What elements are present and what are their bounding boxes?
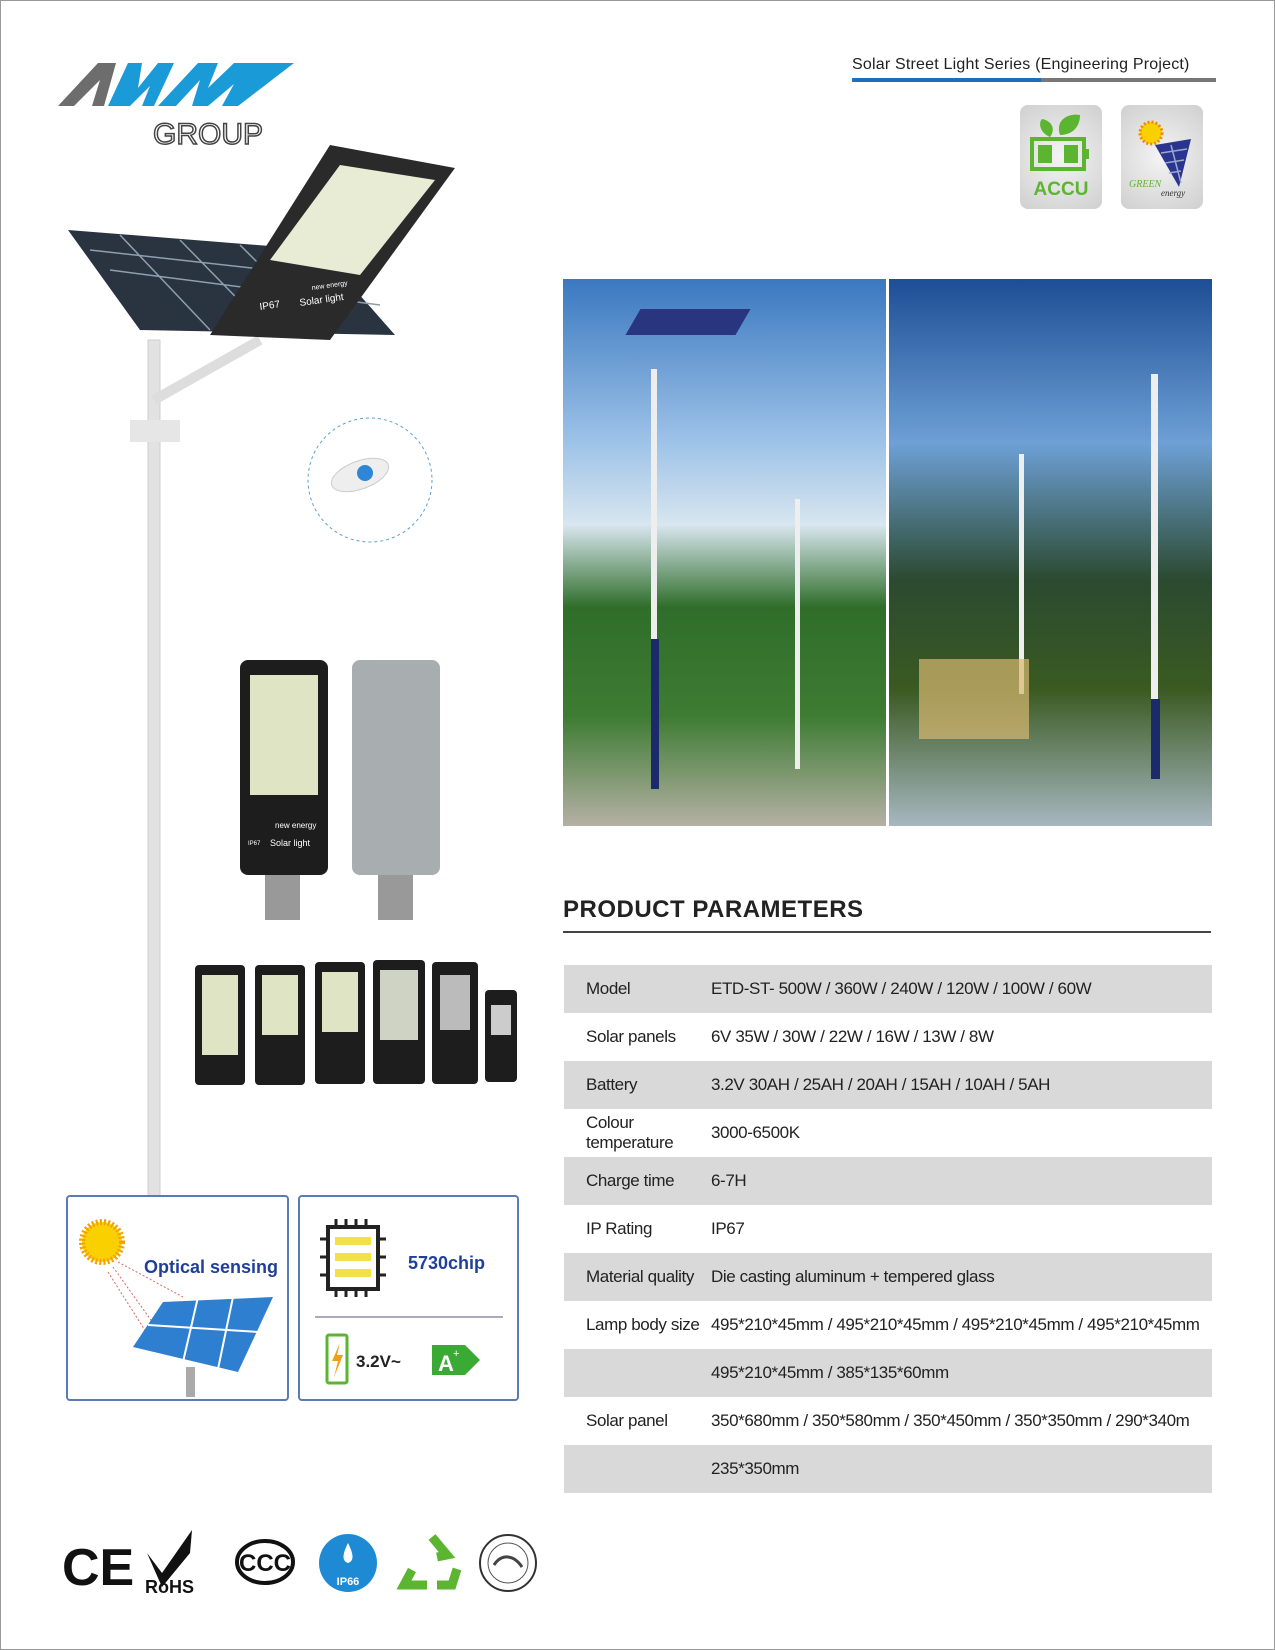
svg-text:IP66: IP66 (337, 1576, 360, 1588)
solar-street-light-product-image: IP67 Solar light new energy new energy S… (68, 145, 517, 1200)
chip-info-box: 5730chip 3.2V~ A + (298, 1195, 519, 1401)
rohs-icon: RoHS (145, 1530, 194, 1595)
amw-group-logo: GROUP (58, 63, 294, 150)
param-label: Battery (586, 1075, 638, 1094)
table-row: Model ETD-ST- 500W / 360W / 240W / 120W /… (564, 965, 1212, 1013)
param-label: Lamp body size (586, 1315, 700, 1334)
evening-installation-photo (889, 279, 1212, 826)
svg-text:ACCU: ACCU (1034, 179, 1089, 200)
table-row: Material quality Die casting aluminum + t… (564, 1253, 1212, 1301)
param-label: Solar panels (586, 1027, 676, 1046)
svg-text:new energy: new energy (275, 821, 316, 830)
battery-leaf-icon: ACCU (1030, 114, 1089, 200)
svg-text:CE: CE (62, 1539, 134, 1595)
ce-mark-icon: CE (62, 1539, 134, 1595)
seal-icon (479, 1534, 537, 1592)
recycle-icon (396, 1534, 462, 1590)
title-underline (563, 931, 1211, 933)
table-row: IP Rating IP67 (564, 1205, 1212, 1253)
optical-sensing-box: Optical sensing (66, 1195, 289, 1401)
table-row: 495*210*45mm / 385*135*60mm (564, 1349, 1212, 1397)
param-label: IP Rating (586, 1219, 653, 1238)
table-row: Solar panel 350*680mm / 350*580mm / 350*4… (564, 1397, 1212, 1445)
svg-text:IP67: IP67 (259, 299, 281, 313)
ccc-icon: CCC (235, 1539, 295, 1585)
certification-icons: CE RoHS CCC IP66 (62, 1530, 537, 1595)
param-value: 495*210*45mm / 495*210*45mm / 495*210*45… (711, 1315, 1200, 1334)
svg-text:GREEN: GREEN (1129, 179, 1163, 190)
param-value: 6-7H (711, 1171, 747, 1190)
svg-text:IP67: IP67 (248, 841, 261, 847)
sun-solar-panel-icon: GREEN energy (1129, 120, 1191, 198)
svg-text:5730chip: 5730chip (408, 1253, 485, 1273)
param-value: ETD-ST- 500W / 360W / 240W / 120W / 100W… (711, 979, 1092, 998)
led-chip-icon (320, 1219, 386, 1297)
svg-text:RoHS: RoHS (145, 1577, 194, 1595)
table-row: Solar panels 6V 35W / 30W / 22W / 16W / 1… (564, 1013, 1212, 1061)
param-label: Model (586, 979, 631, 998)
svg-text:Optical sensing: Optical sensing (144, 1257, 278, 1277)
param-value: 495*210*45mm / 385*135*60mm (711, 1363, 949, 1382)
green-energy-badge: GREEN energy (1121, 105, 1203, 209)
table-row: Lamp body size 495*210*45mm / 495*210*45m… (564, 1301, 1212, 1349)
param-label: Colour temperature (586, 1113, 674, 1152)
installation-photos (563, 279, 1212, 826)
param-value: Die casting aluminum + tempered glass (711, 1267, 995, 1286)
table-row: Colour temperature 3000-6500K (564, 1109, 1212, 1157)
param-value: 3.2V 30AH / 25AH / 20AH / 15AH / 10AH / … (711, 1075, 1051, 1094)
svg-text:+: + (453, 1348, 459, 1360)
svg-text:energy: energy (1161, 188, 1185, 198)
table-row: Battery 3.2V 30AH / 25AH / 20AH / 15AH / … (564, 1061, 1212, 1109)
svg-text:Solar light: Solar light (270, 838, 311, 848)
daytime-installation-photo (563, 279, 886, 826)
sun-solar-panel-icon: Optical sensing (79, 1219, 278, 1397)
svg-text:3.2V~: 3.2V~ (356, 1352, 401, 1371)
svg-text:GROUP: GROUP (153, 118, 263, 150)
svg-text:A: A (438, 1351, 454, 1376)
param-value: 6V 35W / 30W / 22W / 16W / 13W / 8W (711, 1027, 994, 1046)
chip-battery-icons: 5730chip 3.2V~ A + (315, 1219, 503, 1385)
parameters-table: Model ETD-ST- 500W / 360W / 240W / 120W /… (564, 965, 1212, 1493)
table-row: 235*350mm (564, 1445, 1212, 1493)
series-underline (852, 78, 1216, 82)
series-title: Solar Street Light Series (Engineering P… (852, 56, 1190, 73)
param-label: Charge time (586, 1171, 675, 1190)
param-label: Solar panel (586, 1411, 668, 1430)
table-row: Charge time 6-7H (564, 1157, 1212, 1205)
battery-icon (325, 1333, 349, 1385)
lamp-range-image (195, 960, 517, 1085)
param-value: 350*680mm / 350*580mm / 350*450mm / 350*… (711, 1411, 1190, 1430)
energy-class-a-plus-icon: A + (432, 1345, 480, 1376)
accu-badge: ACCU (1020, 105, 1102, 209)
param-label: Material quality (586, 1267, 694, 1286)
param-value: 3000-6500K (711, 1123, 800, 1142)
street-lamp-head-image: IP67 Solar light new energy (210, 145, 455, 340)
lamp-front-back-image: new energy Solar light IP67 (240, 660, 440, 920)
ip66-icon: IP66 (319, 1534, 377, 1592)
svg-text:CCC: CCC (239, 1550, 291, 1577)
param-value: 235*350mm (711, 1459, 800, 1478)
param-value: IP67 (711, 1219, 745, 1238)
product-parameters-title: PRODUCT PARAMETERS (563, 896, 864, 923)
